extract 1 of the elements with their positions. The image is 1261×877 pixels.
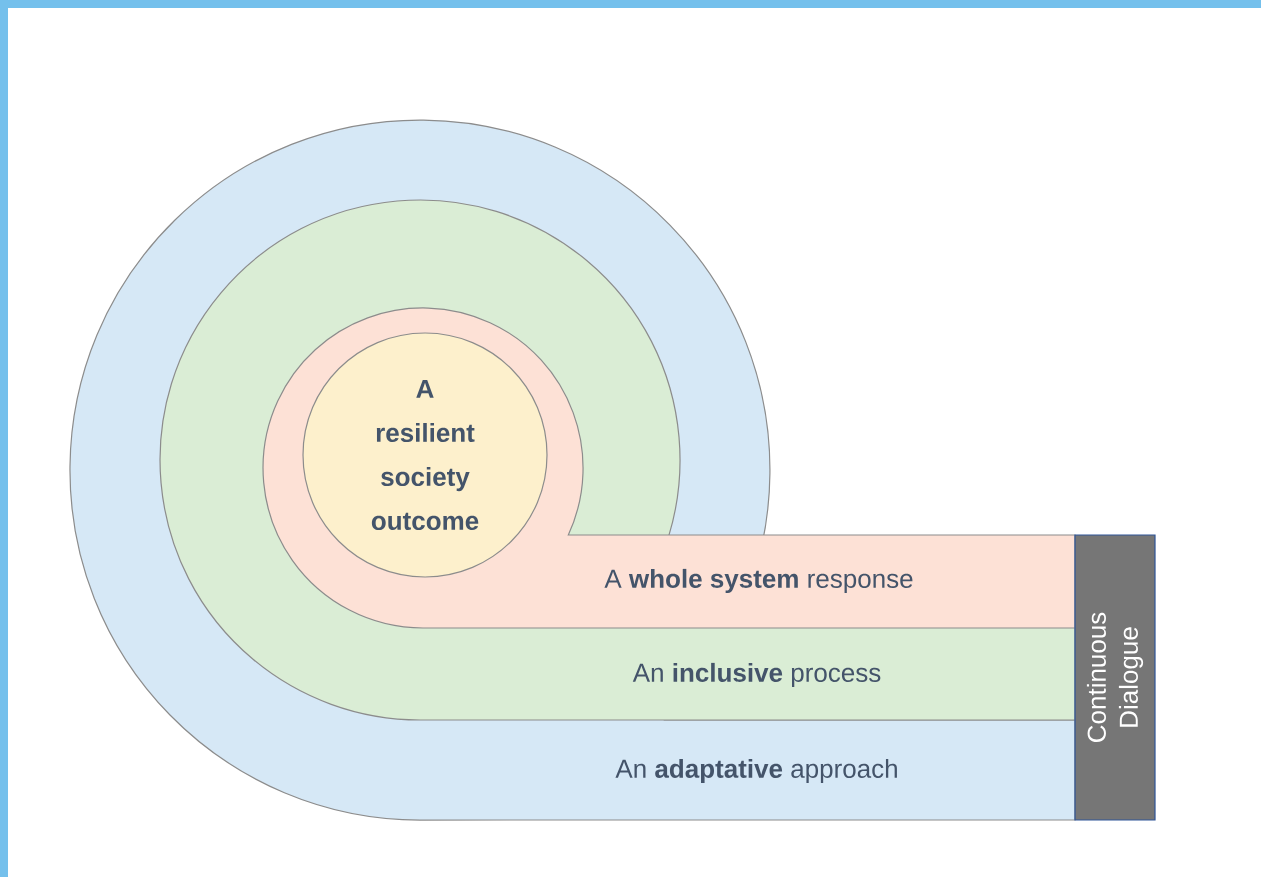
side-box: Continuous Dialogue [1074,534,1156,821]
